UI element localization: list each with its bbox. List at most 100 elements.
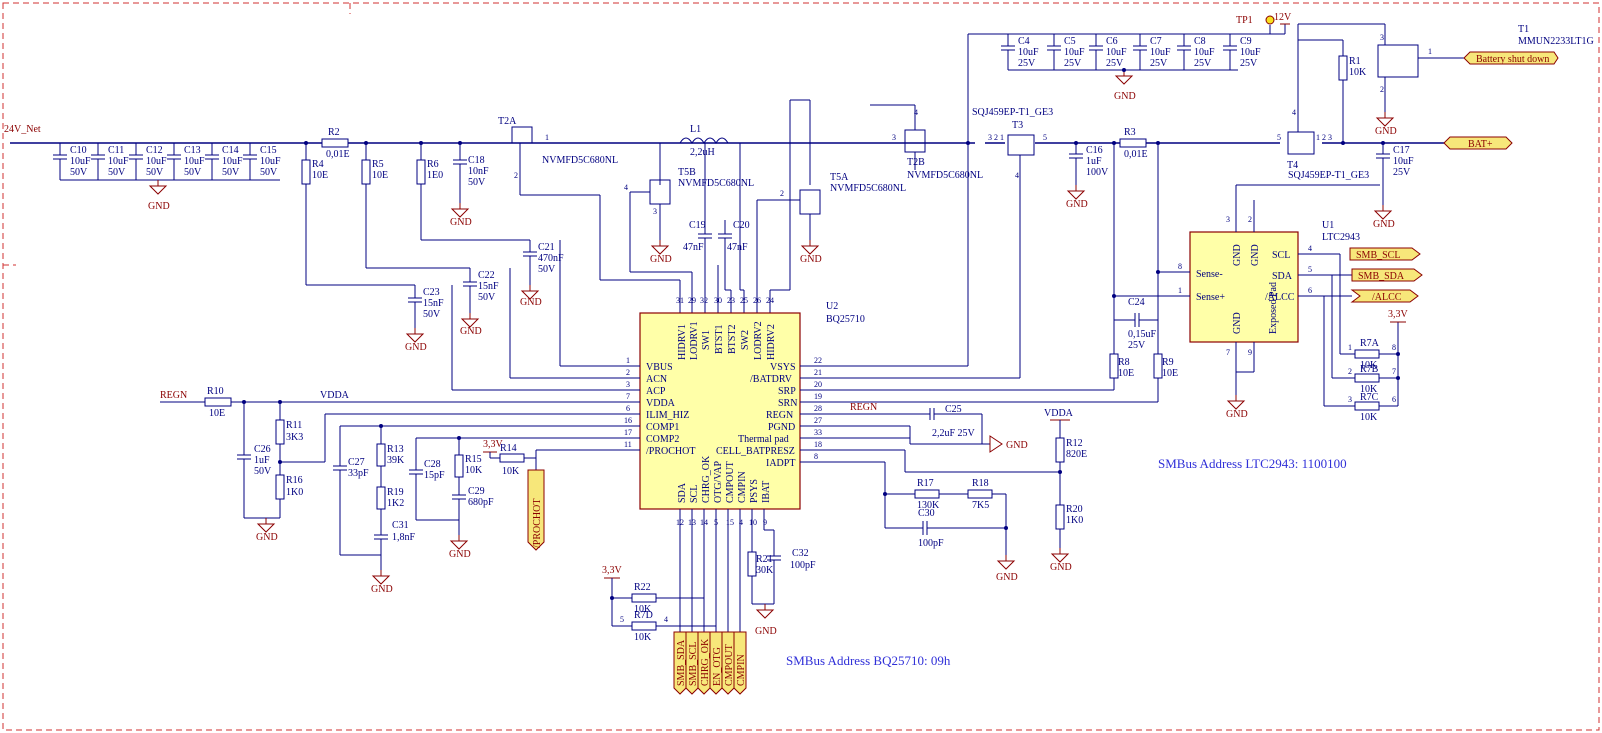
flag-b-chrg: CHRG_OK xyxy=(697,631,711,695)
svg-text:U2: U2 xyxy=(826,301,838,312)
svg-text:4: 4 xyxy=(664,615,668,624)
svg-text:32: 32 xyxy=(700,296,708,305)
svg-text:1: 1 xyxy=(1178,286,1182,295)
svg-text:5: 5 xyxy=(1308,265,1312,274)
svg-text:GND: GND xyxy=(1232,244,1243,266)
svg-text:GND: GND xyxy=(650,254,672,265)
svg-text:50V: 50V xyxy=(184,167,202,178)
svg-text:C8: C8 xyxy=(1194,36,1206,47)
flag-b-scl: SMB_SCL xyxy=(685,631,699,695)
svg-text:10E: 10E xyxy=(209,408,225,419)
svg-text:SDA: SDA xyxy=(1272,271,1293,282)
svg-text:GND: GND xyxy=(256,532,278,543)
svg-text:16: 16 xyxy=(624,416,632,425)
svg-text:C18: C18 xyxy=(468,155,485,166)
svg-text:SMB_SCL: SMB_SCL xyxy=(1356,250,1400,261)
svg-text:1K0: 1K0 xyxy=(1066,515,1083,526)
svg-text:EN_OTG: EN_OTG xyxy=(712,647,723,686)
svg-text:3: 3 xyxy=(1380,33,1384,42)
svg-text:29: 29 xyxy=(688,296,696,305)
svg-text:VDDA: VDDA xyxy=(646,398,676,409)
svg-text:2: 2 xyxy=(1248,215,1252,224)
net-24v: 24V_Net xyxy=(4,124,41,135)
svg-text:50V: 50V xyxy=(538,264,556,275)
svg-text:10: 10 xyxy=(749,518,757,527)
svg-text:10K: 10K xyxy=(634,632,652,643)
svg-text:10E: 10E xyxy=(372,170,388,181)
svg-text:1: 1 xyxy=(545,133,549,142)
svg-text:R8: R8 xyxy=(1118,357,1130,368)
svg-text:C6: C6 xyxy=(1106,36,1118,47)
svg-text:GND: GND xyxy=(1232,312,1243,334)
svg-text:2: 2 xyxy=(1348,367,1352,376)
svg-text:2,2uH: 2,2uH xyxy=(690,147,715,158)
svg-text:IADPT: IADPT xyxy=(766,458,795,469)
svg-text:L1: L1 xyxy=(690,124,701,135)
svg-text:SCL: SCL xyxy=(689,485,700,503)
svg-text:1E0: 1E0 xyxy=(427,170,443,181)
svg-text:28: 28 xyxy=(814,404,822,413)
flag-b-cmpout: CMPOUT xyxy=(721,631,735,695)
svg-text:R22: R22 xyxy=(634,582,651,593)
svg-text:9: 9 xyxy=(1248,348,1252,357)
svg-text:R7B: R7B xyxy=(1360,364,1379,375)
svg-text:R18: R18 xyxy=(972,478,989,489)
svg-text:C13: C13 xyxy=(184,145,201,156)
svg-text:1,8nF: 1,8nF xyxy=(392,532,416,543)
svg-text:GND: GND xyxy=(1006,440,1028,451)
svg-text:33pF: 33pF xyxy=(348,468,369,479)
svg-text:10K: 10K xyxy=(465,465,483,476)
svg-text:10E: 10E xyxy=(1118,368,1134,379)
svg-text:T4: T4 xyxy=(1287,160,1298,171)
svg-text:10uF: 10uF xyxy=(70,156,91,167)
svg-text:8: 8 xyxy=(1178,262,1182,271)
svg-text:4: 4 xyxy=(739,518,743,527)
svg-text:R19: R19 xyxy=(387,487,404,498)
svg-text:T3: T3 xyxy=(1012,120,1023,131)
svg-text:BTST2: BTST2 xyxy=(727,325,738,354)
svg-text:LODRV1: LODRV1 xyxy=(689,321,700,360)
svg-text:3: 3 xyxy=(892,133,896,142)
svg-text:SMB_SDA: SMB_SDA xyxy=(1358,271,1405,282)
svg-text:BTST1: BTST1 xyxy=(714,325,725,354)
svg-text:R3: R3 xyxy=(1124,127,1136,138)
svg-text:12V: 12V xyxy=(1274,12,1292,23)
svg-text:24: 24 xyxy=(766,296,774,305)
svg-text:NVMFD5C680NL: NVMFD5C680NL xyxy=(907,170,983,181)
svg-text:GND: GND xyxy=(1373,219,1395,230)
svg-text:18: 18 xyxy=(814,440,822,449)
svg-text:C24: C24 xyxy=(1128,297,1145,308)
svg-text:GND: GND xyxy=(1114,91,1136,102)
svg-text:50V: 50V xyxy=(260,167,278,178)
svg-text:C29: C29 xyxy=(468,486,485,497)
svg-text:GND: GND xyxy=(460,326,482,337)
svg-text:C14: C14 xyxy=(222,145,239,156)
svg-text:ACP: ACP xyxy=(646,386,666,397)
svg-text:4: 4 xyxy=(1015,171,1019,180)
svg-text:6: 6 xyxy=(1308,286,1312,295)
svg-text:/PROCHOT: /PROCHOT xyxy=(646,446,695,457)
svg-text:GND: GND xyxy=(996,572,1018,583)
svg-text:2: 2 xyxy=(780,189,784,198)
svg-text:50V: 50V xyxy=(108,167,126,178)
svg-text:20: 20 xyxy=(814,380,822,389)
svg-text:C30: C30 xyxy=(918,508,935,519)
flag-battery-shutdown: Battery shut down xyxy=(1463,51,1559,65)
svg-text:1uF: 1uF xyxy=(254,455,270,466)
svg-text:ACN: ACN xyxy=(646,374,667,385)
svg-text:50V: 50V xyxy=(254,466,272,477)
svg-text:R17: R17 xyxy=(917,478,934,489)
